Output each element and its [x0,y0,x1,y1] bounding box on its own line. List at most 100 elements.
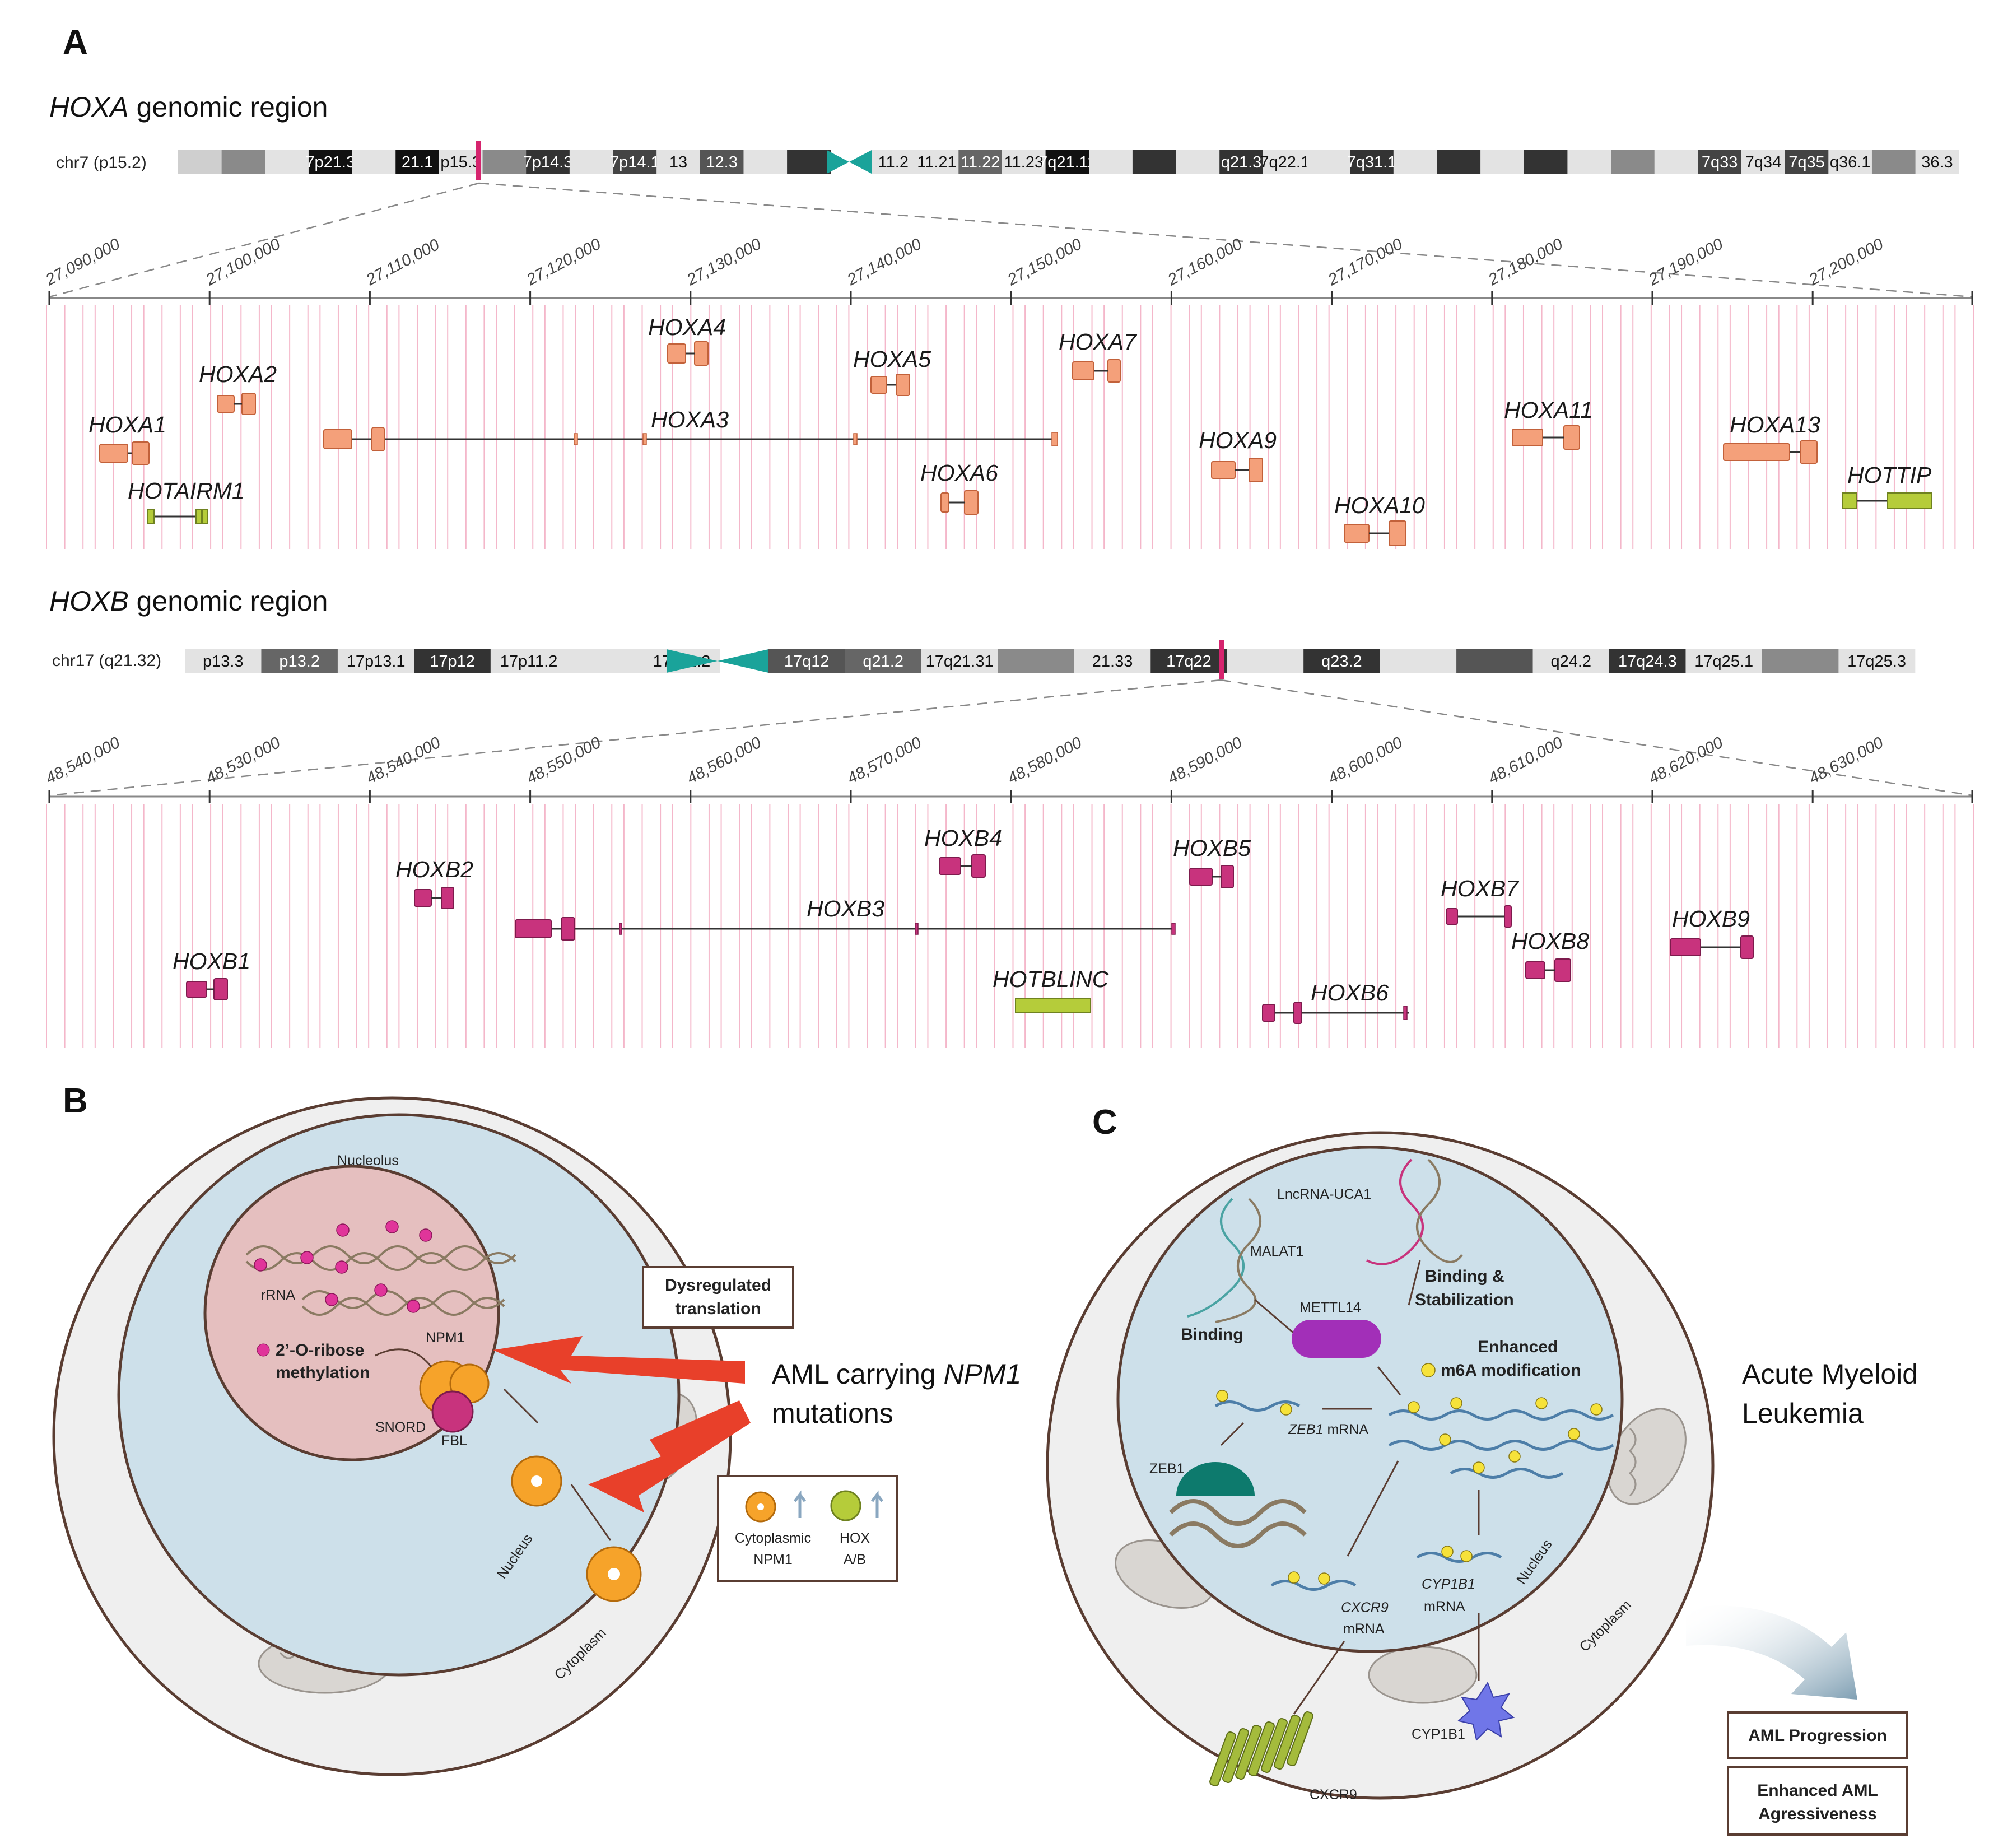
label-hotairm1: HOTAIRM1 [128,478,245,504]
band-21 [1089,150,1133,174]
aml-npm1-line1-pre: AML carrying [772,1358,944,1390]
hoxa-chr-label: chr7 (p15.2) [56,153,147,172]
band-8 [482,150,527,174]
zeb1-mrna-italic: ZEB1 [1288,1422,1324,1437]
band-label: 7q33 [1702,153,1738,171]
gene-hoxa11: HOXA11 [1504,397,1593,450]
gene-hoxa1: HOXA1 [88,412,166,465]
axis-tick-label: 48,550,000 [524,734,604,788]
label-hoxa6: HOXA6 [920,460,998,486]
gene-hoxa2: HOXA2 [199,361,277,415]
gene-hoxb3: HOXB3 [515,896,1176,941]
band-label: 11.21 [917,153,956,171]
band-1 [178,150,222,174]
label-hoxa7: HOXA7 [1059,329,1138,355]
axis-tick-label: 27,190,000 [1645,235,1726,290]
methylation-label-1: 2’-O-ribose [276,1341,364,1360]
aml-npm1-line2: mutations [772,1398,893,1429]
legend-npm1-line2: NPM1 [753,1552,792,1567]
arrow-to-cxcr9 [1293,1641,1345,1715]
band-11: 7p14.1 [610,150,660,174]
cytoplasmic-npm1-icon [511,1455,562,1507]
band-28 [1393,150,1437,174]
methylation-marks [254,1220,432,1313]
band-22 [1132,150,1177,174]
cyp1b1-mrna-label-1: CYP1B1 [1422,1576,1475,1592]
band-37: 7q35 [1785,150,1829,174]
band-label: 17p11.2 [500,653,558,671]
hoxb-region-title: HOXB genomic region [49,585,328,617]
aml-npm1-line1-italic: NPM1 [944,1358,1022,1390]
band-label: 21.1 [402,153,433,171]
cxcr9-label: CXCR9 [1310,1787,1357,1803]
band-label: 17p12 [430,653,475,671]
band-31 [1524,150,1568,174]
band-9: q21.2 [845,649,922,673]
axis-tick-label: 48,570,000 [844,734,924,788]
band-label: q23.2 [1321,653,1362,671]
label-hoxb2: HOXB2 [395,856,473,882]
band-23 [1176,150,1220,174]
panel-a-letter: A [63,23,88,62]
band-25: 7q22.1 [1260,150,1310,174]
axis-tick-label: 27,110,000 [363,236,442,290]
hoxb-chr-label: chr17 (q21.32) [52,651,161,670]
band-19: 17q24.3 [1609,649,1686,673]
gene-hoxb2: HOXB2 [395,856,473,909]
band-35: 7q33 [1698,150,1742,174]
axis-tick-label: 27,170,000 [1325,235,1405,290]
gene-hoxb1: HOXB1 [173,948,250,1000]
rrna-label: rRNA [261,1287,295,1303]
band-label: q21.2 [863,653,903,671]
label-hoxa11: HOXA11 [1504,397,1593,423]
band-5: 17p11.2 [490,649,567,673]
legend-up-arrow-icon-2 [871,1490,883,1518]
methylation-legend-icon [257,1343,270,1357]
band-label: 7p21.3 [305,153,355,171]
aml-aggr-label-2: Agressiveness [1758,1805,1877,1823]
centromere-icon [827,150,872,174]
label-hoxa9: HOXA9 [1199,427,1277,453]
gene-hoxa6: HOXA6 [920,460,998,515]
band-label: q24.2 [1550,653,1591,671]
lncrna-label: LncRNA-UCA1 [1277,1186,1371,1202]
band-27: 7q31.1 [1347,150,1396,174]
band-16 [1380,649,1457,673]
npm1-complex-icon [419,1360,490,1433]
snord-label: SNORD [375,1419,426,1435]
band-label: 21.33 [1092,653,1133,671]
band-7: p15.3 [439,150,483,174]
dysregulated-label-2: translation [675,1300,761,1318]
label-hoxa10: HOXA10 [1334,492,1425,518]
gene-hotairm1: HOTAIRM1 [128,478,245,524]
npm1-label: NPM1 [426,1330,464,1346]
band-11 [998,649,1075,673]
hoxa-gene-tracks: HOXA1 HOTAIRM1 HOXA2 HOXA3 [88,314,1932,546]
binding-stab-label-2: Stabilization [1415,1291,1514,1309]
band-label: p15.3 [440,153,481,171]
band-2 [221,150,265,174]
axis-tick-label: 27,140,000 [844,235,924,290]
binding-stab-label-1: Binding & [1425,1267,1504,1286]
hoxb-chromosome-ideogram: p13.3p13.217p13.117p1217p11.217q11.217q1… [185,640,1916,679]
band-label: 36.3 [1921,153,1953,171]
label-hoxb7: HOXB7 [1441,876,1520,901]
mettl14-enzyme-icon [1292,1320,1381,1358]
band-6 [567,649,644,673]
band-39 [1871,150,1916,174]
band-17: 11.21 [915,150,959,174]
gene-hoxb6: HOXB6 [1262,980,1409,1024]
gene-hoxb8: HOXB8 [1511,928,1589,982]
axis-tick-label: 27,090,000 [42,235,123,290]
arrow-to-cxcr9-mrna [1347,1460,1399,1557]
band-29 [1437,150,1481,174]
arrow-uca1-to-mettl14 [1408,1260,1421,1306]
gene-hoxa10: HOXA10 [1334,492,1425,546]
axis-tick-label: 27,130,000 [683,235,764,290]
band-38: q36.1 [1828,150,1872,174]
band-label: 11.23 [1004,153,1044,171]
mitochondrion-icon-5 [1368,1646,1478,1704]
hoxb-position-marker [1219,640,1224,679]
arrow-shuttle-2 [570,1484,612,1541]
